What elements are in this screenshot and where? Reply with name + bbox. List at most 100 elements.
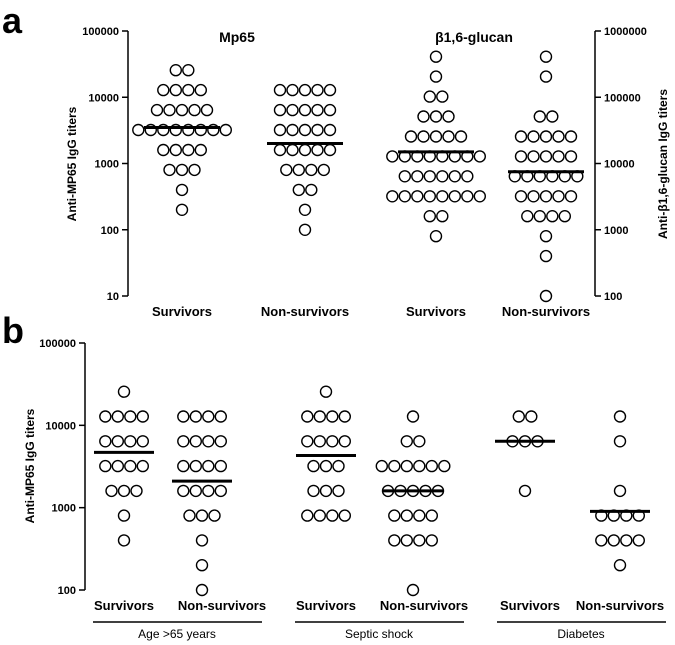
a-mp65-non-survivors-data-point xyxy=(298,103,312,117)
a-mp65-non-survivors-data-point xyxy=(273,103,287,117)
a-mp65-non-survivors-data-point xyxy=(323,143,337,157)
b-age-non-survivors-data-point xyxy=(189,459,203,473)
a-right-x-label-survivors: Survivors xyxy=(406,304,466,319)
b-group-label-age: Age >65 years xyxy=(138,627,216,641)
a-glucan-survivors-data-point xyxy=(398,190,411,203)
a-glucan-non-survivors-data-point xyxy=(527,130,540,143)
a-left-y-tick-label: 100000 xyxy=(82,26,119,38)
a-mp65-non-survivors-data-point xyxy=(273,143,287,157)
a-glucan-survivors-data-point xyxy=(442,110,455,123)
b-shock-non-survivors-data-point xyxy=(413,435,426,448)
a-mp65-non-survivors-data-point xyxy=(273,83,287,97)
a-mp65-non-survivors-data-point xyxy=(305,163,318,177)
a-mp65-survivors-data-point xyxy=(182,83,195,97)
a-glucan-survivors-data-point xyxy=(423,190,436,203)
a-mp65-non-survivors-data-point xyxy=(286,123,299,137)
a-glucan-survivors-data-point xyxy=(404,130,418,143)
a-glucan-survivors-data-point xyxy=(429,130,443,143)
b-y-tick-label: 100000 xyxy=(39,338,76,350)
b-shock-survivors-data-point xyxy=(332,459,345,473)
a-left-y-tick-label: 1000 xyxy=(95,159,119,171)
a-mp65-non-survivors-data-point xyxy=(273,123,287,137)
b-shock-non-survivors-data-point xyxy=(400,435,413,448)
a-mp65-survivors-data-point xyxy=(132,123,145,137)
a-glucan-survivors-data-point xyxy=(436,90,449,103)
b-shock-non-survivors-data-point xyxy=(406,583,420,597)
b-diabetes-non-survivors-data-point xyxy=(632,534,645,547)
b-diabetes-survivors-data-point xyxy=(512,410,525,423)
a-mp65-non-survivors-data-point xyxy=(298,123,312,137)
b-diabetes-non-survivors-data-point xyxy=(607,534,620,547)
a-glucan-non-survivors-data-point xyxy=(514,130,528,143)
a-glucan-non-survivors-data-point xyxy=(527,190,540,203)
a-glucan-non-survivors-data-point xyxy=(539,229,553,243)
b-age-non-survivors-data-point xyxy=(214,435,228,448)
a-mp65-non-survivors-data-point xyxy=(317,163,330,177)
b-shock-non-survivors-data-point xyxy=(400,459,413,473)
b-diabetes-non-survivors-data-point xyxy=(620,534,633,547)
b-shock-non-survivors-data-point xyxy=(425,509,438,522)
a-glucan-non-survivors-data-point xyxy=(539,70,553,83)
a-right-y-tick-label: 1000 xyxy=(604,225,628,237)
b-age-non-survivors-data-point xyxy=(177,459,190,473)
a-left-x-label-survivors: Survivors xyxy=(152,304,212,319)
b-age-non-survivors-data-point xyxy=(189,410,203,423)
a-right-title: β1,6-glucan xyxy=(435,29,513,45)
b-age-non-survivors-data-point xyxy=(183,509,196,522)
a-glucan-survivors-data-point xyxy=(436,170,449,183)
b-shock-x-label-survivors: Survivors xyxy=(296,598,356,613)
b-shock-non-survivors-data-point xyxy=(425,534,438,547)
a-glucan-survivors-data-point xyxy=(442,130,455,143)
a-mp65-survivors-data-point xyxy=(175,163,189,177)
a-mp65-survivors-data-point xyxy=(219,123,233,137)
a-glucan-non-survivors-data-point xyxy=(539,249,553,263)
b-shock-survivors-data-point xyxy=(332,484,345,498)
a-glucan-survivors-data-point xyxy=(429,110,443,123)
a-glucan-survivors-data-point xyxy=(473,150,486,163)
a-mp65-non-survivors-data-point xyxy=(298,223,312,237)
b-shock-survivors-data-point xyxy=(326,435,339,448)
b-shock-survivors-data-point xyxy=(338,509,351,522)
a-mp65-non-survivors-data-point xyxy=(286,143,299,157)
a-glucan-survivors-data-point xyxy=(417,130,430,143)
b-age-survivors-data-point xyxy=(111,410,125,423)
b-age-non-survivors-data-point xyxy=(189,484,203,498)
a-left-x-label-non-survivors: Non-survivors xyxy=(261,304,349,319)
a-mp65-non-survivors-data-point xyxy=(323,103,337,117)
a-glucan-non-survivors-data-point xyxy=(533,209,546,223)
a-mp65-non-survivors-data-point xyxy=(298,83,312,97)
a-glucan-survivors-data-point xyxy=(386,150,399,163)
b-age-survivors-data-point xyxy=(136,459,150,473)
a-glucan-non-survivors-data-point xyxy=(539,289,553,303)
b-shock-survivors-data-point xyxy=(313,509,326,522)
b-shock-non-survivors-data-point xyxy=(388,534,401,547)
b-shock-non-survivors-data-point xyxy=(406,410,420,423)
b-shock-survivors-data-point xyxy=(301,435,314,448)
b-diabetes-survivors-data-point xyxy=(518,484,532,498)
a-mp65-survivors-data-point xyxy=(182,143,195,157)
a-left-title: Mp65 xyxy=(219,29,255,45)
a-mp65-survivors-data-point xyxy=(194,83,208,97)
a-glucan-survivors-data-point xyxy=(423,209,436,223)
a-glucan-survivors-data-point xyxy=(423,90,436,103)
a-glucan-survivors-data-point xyxy=(461,170,474,183)
a-mp65-survivors-data-point xyxy=(157,83,170,97)
a-glucan-non-survivors-data-point xyxy=(533,110,546,123)
a-mp65-survivors-data-point xyxy=(150,103,164,117)
b-shock-non-survivors-data-point xyxy=(400,509,413,522)
b-diabetes-non-survivors-data-point xyxy=(595,534,608,547)
b-diabetes-survivors-data-point xyxy=(525,410,538,423)
a-glucan-survivors-data-point xyxy=(417,110,430,123)
b-shock-survivors-data-point xyxy=(313,435,326,448)
b-age-non-survivors-data-point xyxy=(214,459,228,473)
a-mp65-survivors-data-point xyxy=(194,143,208,157)
b-shock-non-survivors-data-point xyxy=(425,459,438,473)
b-age-survivors-data-point xyxy=(99,410,112,423)
b-shock-survivors-data-point xyxy=(319,484,333,498)
a-mp65-survivors-data-point xyxy=(175,203,189,217)
b-age-survivors-data-point xyxy=(124,435,137,448)
b-age-non-survivors-data-point xyxy=(195,583,209,597)
b-age-non-survivors-data-point xyxy=(195,559,209,572)
a-right-y-tick-label: 100000 xyxy=(604,92,641,104)
